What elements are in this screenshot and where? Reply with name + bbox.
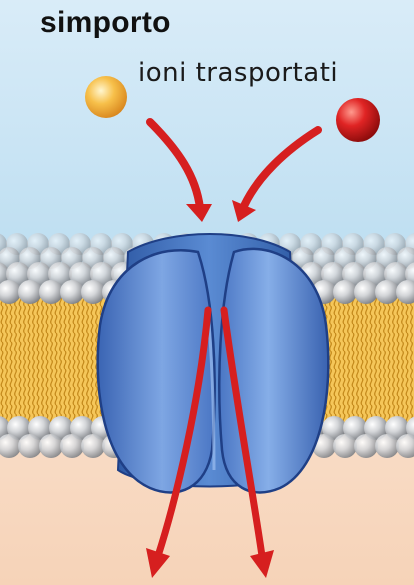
lipid-head [405, 262, 414, 286]
arrow-left-in-head [186, 204, 212, 222]
arrow-left-out-head [146, 548, 170, 578]
lipid-head [18, 434, 42, 458]
lipid-head [342, 262, 366, 286]
lipid-head [364, 416, 388, 440]
lipid-head [27, 262, 51, 286]
outgoing-arrows [146, 306, 274, 578]
lipid-head [48, 262, 72, 286]
lipid-head [28, 416, 52, 440]
lipid-head [396, 434, 414, 458]
lipid-head [354, 280, 378, 304]
incoming-arrows [146, 118, 322, 222]
ions-label: ioni trasportati [138, 58, 339, 88]
lipid-head [0, 416, 10, 440]
protein-lobe-left [96, 248, 216, 494]
lipid-head [363, 262, 387, 286]
lipid-head [60, 434, 84, 458]
lipid-head [384, 262, 408, 286]
lipid-head [343, 416, 367, 440]
lipid-head [70, 416, 94, 440]
lipid-head [321, 262, 345, 286]
lipid-head [39, 280, 63, 304]
lipid-head [60, 280, 84, 304]
lipid-head [0, 434, 21, 458]
lipid-head [6, 262, 30, 286]
lipid-head [81, 434, 105, 458]
lipid-head [354, 434, 378, 458]
lipid-head [49, 416, 73, 440]
lipid-head [0, 280, 21, 304]
lipid-head [7, 416, 31, 440]
transport-protein [96, 233, 330, 494]
arrow-left-out [154, 306, 212, 560]
lipid-head [69, 262, 93, 286]
lipid-head [385, 416, 409, 440]
arrow-right-in-head [232, 200, 256, 222]
lipid-head [375, 280, 399, 304]
arrow-right-in [240, 126, 322, 210]
arrow-left-in [146, 118, 204, 212]
lipid-head [406, 416, 414, 440]
diagram-title: simporto [40, 6, 171, 39]
lipid-head [396, 280, 414, 304]
red-ion [336, 98, 380, 142]
lipid-head [18, 280, 42, 304]
lipid-head [0, 262, 9, 286]
arrow-right-out-head [250, 550, 274, 578]
lipid-head [81, 280, 105, 304]
lipid-head [375, 434, 399, 458]
lipid-head [39, 434, 63, 458]
protein-lobe-right [218, 247, 330, 494]
lipid-head [322, 416, 346, 440]
yellow-ion [85, 76, 127, 118]
lipid-head [333, 434, 357, 458]
arrow-right-out [220, 306, 266, 560]
lipid-head [333, 280, 357, 304]
lipid-head [90, 262, 114, 286]
